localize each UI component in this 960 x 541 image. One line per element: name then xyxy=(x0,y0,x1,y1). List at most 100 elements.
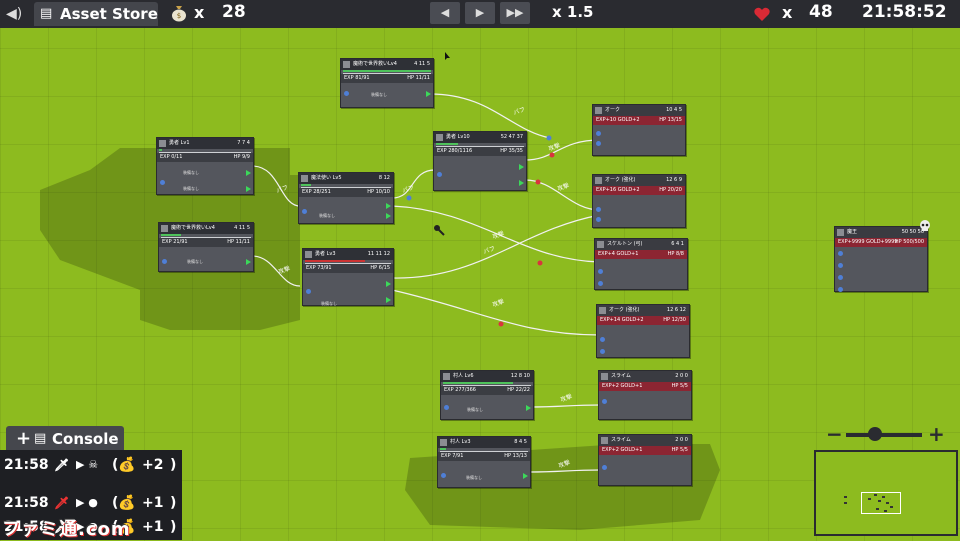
zoom-out-button[interactable]: − xyxy=(826,422,843,446)
sword-icon xyxy=(440,439,447,446)
enemy-name: オーク (強化) xyxy=(605,177,636,183)
play-button[interactable]: ▶ xyxy=(465,2,495,24)
unit-name: 勇者 Lv10 xyxy=(446,134,470,140)
asset-store-button[interactable]: ▤ Asset Store xyxy=(34,2,158,26)
input-port[interactable] xyxy=(596,217,601,222)
log-time: 21:58 xyxy=(4,495,49,511)
arrow-right-icon: ▶ ● xyxy=(76,520,98,533)
speaker-icon[interactable]: ◀) xyxy=(6,6,23,22)
unit-exp: EXP 0/11 xyxy=(160,154,183,160)
enemy-hp: HP 8/8 xyxy=(667,251,684,257)
input-port[interactable] xyxy=(160,180,165,185)
input-port[interactable] xyxy=(596,207,601,212)
asset-store-label: Asset Store xyxy=(60,5,158,23)
output-port[interactable] xyxy=(519,180,524,186)
output-port[interactable] xyxy=(523,473,528,479)
arrow-right-icon: ▶ ● xyxy=(76,496,98,509)
output-port[interactable] xyxy=(246,170,251,176)
demon-king-icon xyxy=(837,229,844,236)
enemy-reward: EXP+2 GOLD+1 xyxy=(602,383,643,389)
play-icon: ▶ xyxy=(475,6,485,19)
unit-exp: EXP 28/251 xyxy=(302,189,331,195)
input-port[interactable] xyxy=(600,349,605,354)
output-port[interactable] xyxy=(526,405,531,411)
zoom-slider-handle[interactable] xyxy=(868,427,882,441)
input-port[interactable] xyxy=(302,209,307,214)
zoom-slider[interactable] xyxy=(846,433,922,437)
log-entry: 21:58 🗡 ▶ ● (💰 +1 ) xyxy=(4,516,180,538)
slot-label: 装備なし xyxy=(183,170,199,175)
output-port[interactable] xyxy=(246,186,251,192)
input-port[interactable] xyxy=(598,269,603,274)
input-port[interactable] xyxy=(838,275,843,280)
output-port[interactable] xyxy=(386,213,391,219)
paren: ) xyxy=(170,457,177,473)
input-port[interactable] xyxy=(602,465,607,470)
unit-exp: EXP 277/366 xyxy=(444,387,476,393)
zoom-in-button[interactable]: + xyxy=(928,422,945,446)
input-port[interactable] xyxy=(600,337,605,342)
sword-icon xyxy=(159,140,166,147)
input-port[interactable] xyxy=(162,259,167,264)
paren: ) xyxy=(170,495,177,511)
log-entry: 21:58 🗡 ▶ ☠ (💰 +2 ) xyxy=(4,454,180,476)
watermark: ファミ通.com xyxy=(2,519,131,540)
enemy-reward: EXP+16 GOLD+2 xyxy=(596,187,640,193)
minimap-viewport[interactable] xyxy=(861,492,901,514)
log-time: 21:58 xyxy=(4,457,49,473)
input-port[interactable] xyxy=(838,263,843,268)
input-port[interactable] xyxy=(596,141,601,146)
life-multiplier: x xyxy=(782,3,793,22)
output-port[interactable] xyxy=(246,259,251,265)
output-port[interactable] xyxy=(426,91,431,97)
minimap[interactable] xyxy=(814,450,958,536)
output-port[interactable] xyxy=(386,203,391,209)
unit-exp: EXP 7/91 xyxy=(441,453,464,459)
input-port[interactable] xyxy=(602,399,607,404)
unit-exp: EXP 280/1116 xyxy=(437,148,473,154)
unit-name: 魔術で世界救いLv4 xyxy=(171,225,215,231)
mouse-cursor xyxy=(445,52,450,60)
step-back-button[interactable]: ◀ xyxy=(430,2,460,24)
enemy-name: 魔王 xyxy=(847,229,858,235)
enemy-stats: 2 0 0 xyxy=(675,437,688,443)
gold-count: 28 xyxy=(222,2,246,22)
input-port[interactable] xyxy=(838,287,843,292)
staff-icon xyxy=(301,175,308,182)
input-port[interactable] xyxy=(306,289,311,294)
unit-stats: 11 11 12 xyxy=(367,251,390,257)
input-port[interactable] xyxy=(596,131,601,136)
drag-cursor-icon xyxy=(434,225,445,236)
input-port[interactable] xyxy=(444,405,449,410)
input-port[interactable] xyxy=(838,251,843,256)
fast-forward-button[interactable]: ▶▶ xyxy=(500,2,530,24)
input-port[interactable] xyxy=(441,473,446,478)
output-port[interactable] xyxy=(386,297,391,303)
console-tab[interactable]: + ▤ Console xyxy=(6,426,124,452)
enemy-reward: EXP+2 GOLD+1 xyxy=(602,447,643,453)
slot-label: 装備なし xyxy=(183,186,199,191)
input-port[interactable] xyxy=(437,172,442,177)
input-port[interactable] xyxy=(344,91,349,96)
output-port[interactable] xyxy=(519,164,524,170)
output-port[interactable] xyxy=(386,281,391,287)
enemy-stats: 10 4 5 xyxy=(666,107,682,113)
input-port[interactable] xyxy=(598,281,603,286)
triangle-left-icon: ◀ xyxy=(440,6,450,19)
unit-hp: HP 6/15 xyxy=(370,265,390,271)
